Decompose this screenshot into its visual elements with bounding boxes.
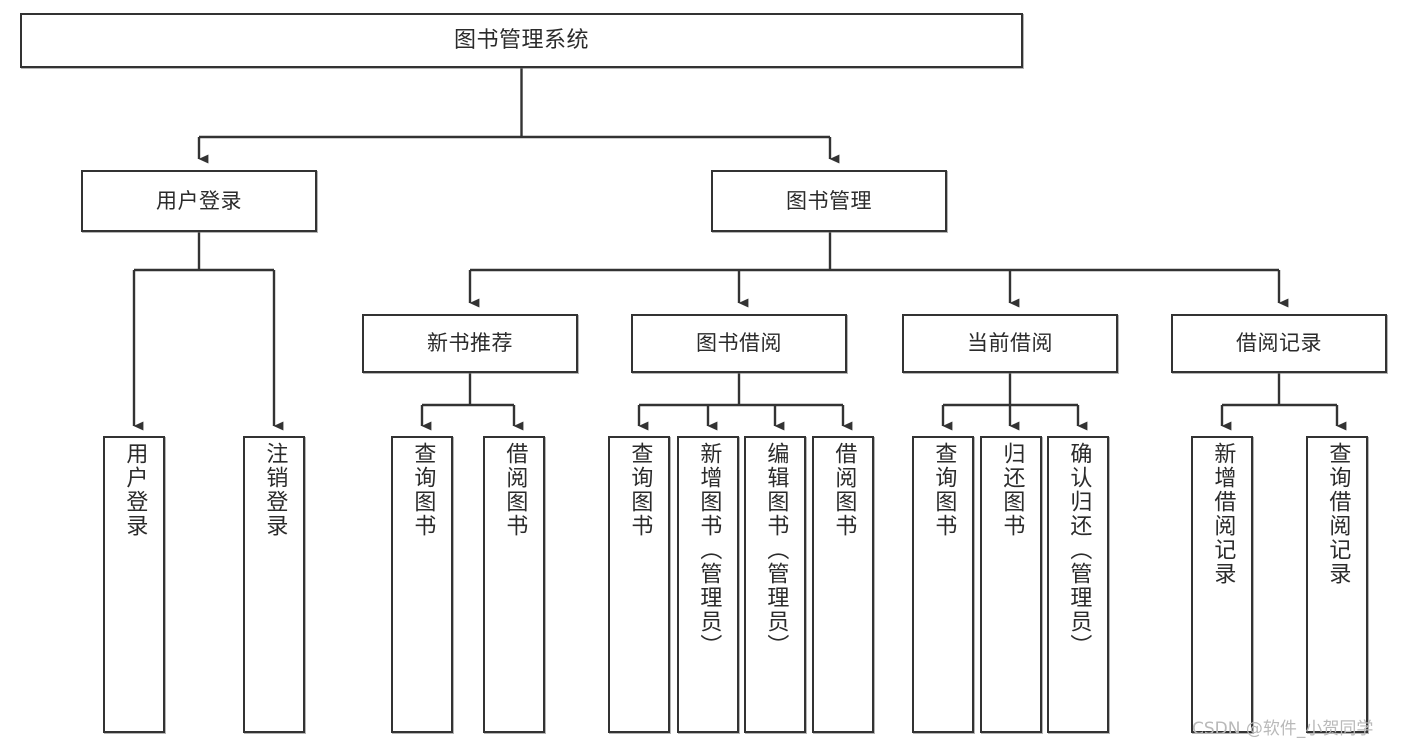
node-leaf-confirm-return-label: 确认归还（管理员） bbox=[1066, 442, 1092, 658]
node-book-manage-label: 图书管理 bbox=[786, 188, 872, 213]
node-leaf-add-book[interactable]: 新增图书（管理员） bbox=[677, 436, 739, 733]
node-leaf-query-book-rec[interactable]: 查询图书 bbox=[391, 436, 453, 733]
node-leaf-borrow-book-bb[interactable]: 借阅图书 bbox=[812, 436, 874, 733]
node-leaf-user-login-label: 用户登录 bbox=[122, 442, 148, 538]
node-leaf-query-book-cb[interactable]: 查询图书 bbox=[912, 436, 974, 733]
node-leaf-query-record[interactable]: 查询借阅记录 bbox=[1306, 436, 1368, 733]
node-user-login-label: 用户登录 bbox=[156, 188, 242, 213]
node-leaf-query-book-cb-label: 查询图书 bbox=[931, 442, 957, 538]
node-leaf-add-book-label: 新增图书（管理员） bbox=[696, 442, 722, 658]
node-leaf-confirm-return[interactable]: 确认归还（管理员） bbox=[1047, 436, 1109, 733]
node-leaf-add-record[interactable]: 新增借阅记录 bbox=[1191, 436, 1253, 733]
node-leaf-user-logout[interactable]: 注销登录 bbox=[243, 436, 305, 733]
node-borrow-record-label: 借阅记录 bbox=[1236, 331, 1322, 355]
node-leaf-edit-book-label: 编辑图书（管理员） bbox=[763, 442, 789, 658]
node-current-borrow-label: 当前借阅 bbox=[967, 331, 1053, 355]
node-leaf-user-login[interactable]: 用户登录 bbox=[103, 436, 165, 733]
node-leaf-borrow-book-rec-label: 借阅图书 bbox=[502, 442, 528, 538]
node-book-borrow[interactable]: 图书借阅 bbox=[631, 314, 847, 373]
node-leaf-return-book-label: 归还图书 bbox=[999, 442, 1025, 538]
node-current-borrow[interactable]: 当前借阅 bbox=[902, 314, 1118, 373]
node-leaf-query-book-bb[interactable]: 查询图书 bbox=[608, 436, 670, 733]
node-leaf-query-record-label: 查询借阅记录 bbox=[1325, 442, 1351, 586]
node-leaf-user-logout-label: 注销登录 bbox=[262, 442, 288, 538]
node-root[interactable]: 图书管理系统 bbox=[20, 13, 1023, 68]
node-leaf-add-record-label: 新增借阅记录 bbox=[1210, 442, 1236, 586]
node-borrow-record[interactable]: 借阅记录 bbox=[1171, 314, 1387, 373]
node-new-book-rec[interactable]: 新书推荐 bbox=[362, 314, 578, 373]
node-leaf-borrow-book-rec[interactable]: 借阅图书 bbox=[483, 436, 545, 733]
node-leaf-borrow-book-bb-label: 借阅图书 bbox=[831, 442, 857, 538]
node-root-label: 图书管理系统 bbox=[453, 27, 589, 53]
node-book-borrow-label: 图书借阅 bbox=[696, 331, 782, 355]
node-user-login[interactable]: 用户登录 bbox=[81, 170, 317, 232]
node-leaf-edit-book[interactable]: 编辑图书（管理员） bbox=[744, 436, 806, 733]
node-book-manage[interactable]: 图书管理 bbox=[711, 170, 947, 232]
node-new-book-rec-label: 新书推荐 bbox=[427, 331, 513, 355]
csdn-watermark: CSDN @软件_小贺同学 bbox=[1192, 719, 1374, 739]
node-leaf-query-book-rec-label: 查询图书 bbox=[410, 442, 436, 538]
node-leaf-return-book[interactable]: 归还图书 bbox=[980, 436, 1042, 733]
node-leaf-query-book-bb-label: 查询图书 bbox=[627, 442, 653, 538]
